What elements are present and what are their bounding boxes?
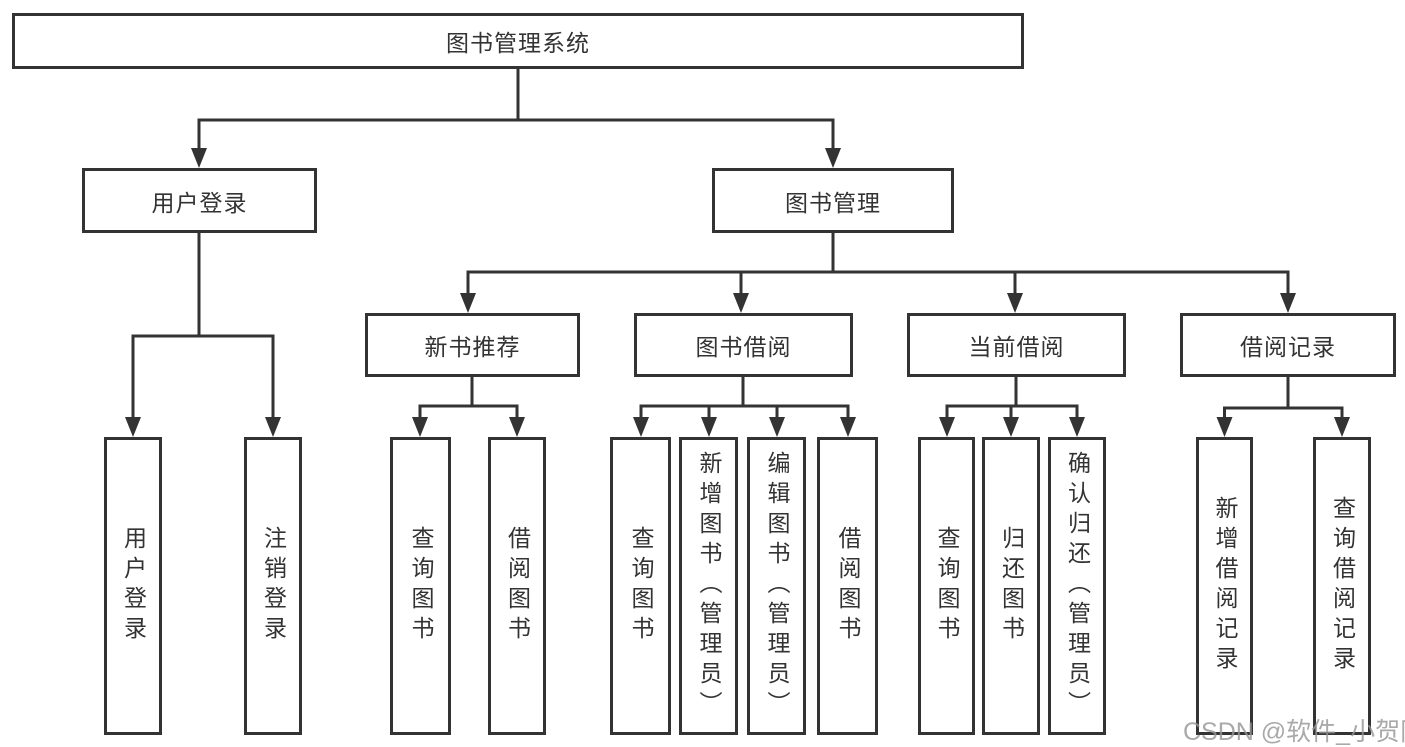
arrow-down-icon xyxy=(1069,417,1085,437)
arrow-down-icon xyxy=(840,417,856,437)
arrow-down-icon xyxy=(825,148,841,168)
node-borrow-records: 借阅记录 xyxy=(1180,313,1396,377)
node-label: 查询图书 xyxy=(408,526,434,646)
node-label: 用户登录 xyxy=(151,189,248,216)
arrow-down-icon xyxy=(769,417,785,437)
arrow-down-icon xyxy=(733,293,749,313)
node-label: 查询图书 xyxy=(934,526,960,646)
node-label: 编辑图书（管理员） xyxy=(764,451,790,721)
node-leaf-query-books-recommend: 查询图书 xyxy=(390,437,451,735)
arrow-down-icon xyxy=(1334,417,1350,437)
node-label: 当前借阅 xyxy=(968,334,1065,360)
connector-management-to-level3 xyxy=(460,231,1296,313)
node-label: 新书推荐 xyxy=(424,334,521,360)
arrow-down-icon xyxy=(509,417,525,437)
arrow-down-icon xyxy=(1216,417,1233,437)
arrow-down-icon xyxy=(701,417,717,437)
arrow-down-icon xyxy=(125,417,141,437)
node-leaf-query-books-current: 查询图书 xyxy=(918,437,975,735)
node-library-management-system: 图书管理系统 xyxy=(12,13,1024,69)
arrow-down-icon xyxy=(460,293,476,313)
node-label: 查询图书 xyxy=(628,526,654,646)
connector-records-to-leaves xyxy=(1216,375,1350,437)
arrow-down-icon xyxy=(1007,293,1023,313)
connector-root-to-level2 xyxy=(191,67,841,168)
connector-borrow-to-leaves xyxy=(633,375,856,437)
node-leaf-query-books-borrow: 查询图书 xyxy=(610,437,671,735)
csdn-watermark: CSDN @软件_小贺同学 xyxy=(1183,718,1405,746)
arrow-down-icon xyxy=(939,417,955,437)
node-user-login: 用户登录 xyxy=(82,168,317,233)
arrow-down-icon xyxy=(1280,293,1296,313)
node-current-borrow: 当前借阅 xyxy=(907,313,1126,377)
connector-recommend-to-leaves xyxy=(412,375,525,437)
connector-current-to-leaves xyxy=(939,375,1085,437)
arrow-down-icon xyxy=(191,148,207,168)
node-label: 图书管理 xyxy=(785,189,881,216)
node-book-management: 图书管理 xyxy=(712,168,954,233)
node-label: 归还图书 xyxy=(998,526,1025,646)
node-label: 注销登录 xyxy=(260,526,287,646)
node-label: 借阅记录 xyxy=(1240,334,1336,360)
arrow-down-icon xyxy=(412,417,428,437)
arrow-down-icon xyxy=(265,417,281,437)
node-label: 确认归还（管理员） xyxy=(1064,451,1091,721)
node-label: 图书借阅 xyxy=(695,334,792,360)
node-book-borrow: 图书借阅 xyxy=(634,313,853,377)
node-label: 借阅图书 xyxy=(835,526,861,646)
node-new-book-recommend: 新书推荐 xyxy=(365,313,580,377)
node-leaf-borrow-books-recommend: 借阅图书 xyxy=(488,437,546,735)
node-leaf-return-books: 归还图书 xyxy=(982,437,1040,735)
node-leaf-add-borrow-record: 新增借阅记录 xyxy=(1196,437,1253,735)
arrow-down-icon xyxy=(1003,417,1019,437)
connector-group xyxy=(125,67,1350,437)
arrow-down-icon xyxy=(633,417,649,437)
node-leaf-user-login: 用户登录 xyxy=(104,437,162,735)
node-label: 借阅图书 xyxy=(504,526,531,646)
node-leaf-add-books-admin: 新增图书（管理员） xyxy=(679,437,738,735)
node-label: 新增图书（管理员） xyxy=(696,451,722,721)
node-label: 查询借阅记录 xyxy=(1329,496,1356,676)
node-leaf-edit-books-admin: 编辑图书（管理员） xyxy=(747,437,806,735)
connector-login-to-leaves xyxy=(125,231,281,437)
node-leaf-borrow-books: 借阅图书 xyxy=(817,437,878,735)
node-leaf-logout: 注销登录 xyxy=(244,437,302,735)
node-leaf-query-borrow-record: 查询借阅记录 xyxy=(1313,437,1371,735)
node-label: 用户登录 xyxy=(120,526,147,646)
node-label: 图书管理系统 xyxy=(446,30,590,56)
node-label: 新增借阅记录 xyxy=(1212,496,1238,676)
node-leaf-confirm-return-admin: 确认归还（管理员） xyxy=(1048,437,1106,735)
